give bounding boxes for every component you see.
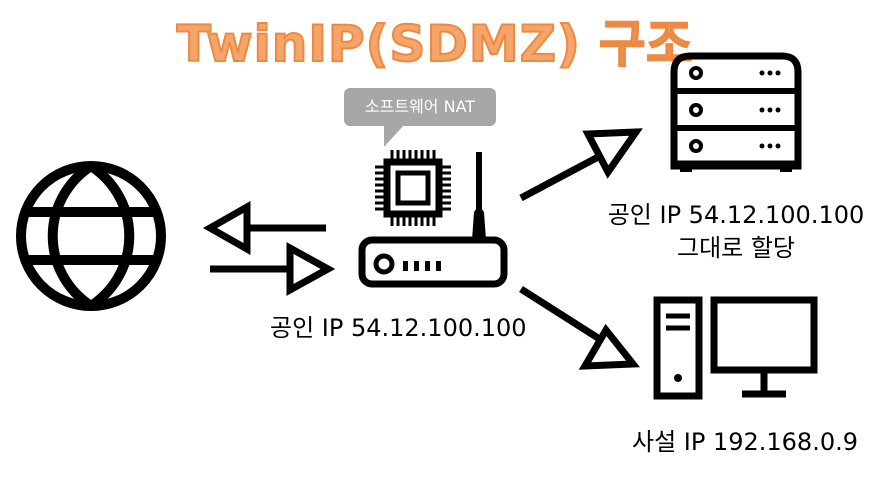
- server-ip-label: 공인 IP 54.12.100.100: [607, 201, 865, 229]
- server-assign-label: 그대로 할당: [676, 234, 796, 262]
- diagram-title: TwinIP(SDMZ) 구조: [176, 14, 694, 74]
- bubble-tail: [384, 125, 404, 147]
- nat-speech-bubble: 소프트웨어 NAT: [344, 88, 496, 126]
- cpu-chip-icon: [375, 150, 451, 226]
- globe-icon: [16, 161, 166, 311]
- server-icon: [670, 52, 802, 172]
- arrow-to-server: [519, 128, 643, 202]
- pc-ip-label: 사설 IP 192.168.0.9: [631, 428, 858, 456]
- router-icon: [358, 152, 508, 288]
- arrow-to-pc: [519, 286, 641, 370]
- router-ip-label: 공인 IP 54.12.100.100: [270, 314, 527, 342]
- desktop-pc-icon: [653, 296, 818, 400]
- arrow-to-globe: [202, 200, 326, 256]
- arrow-to-router: [210, 242, 336, 296]
